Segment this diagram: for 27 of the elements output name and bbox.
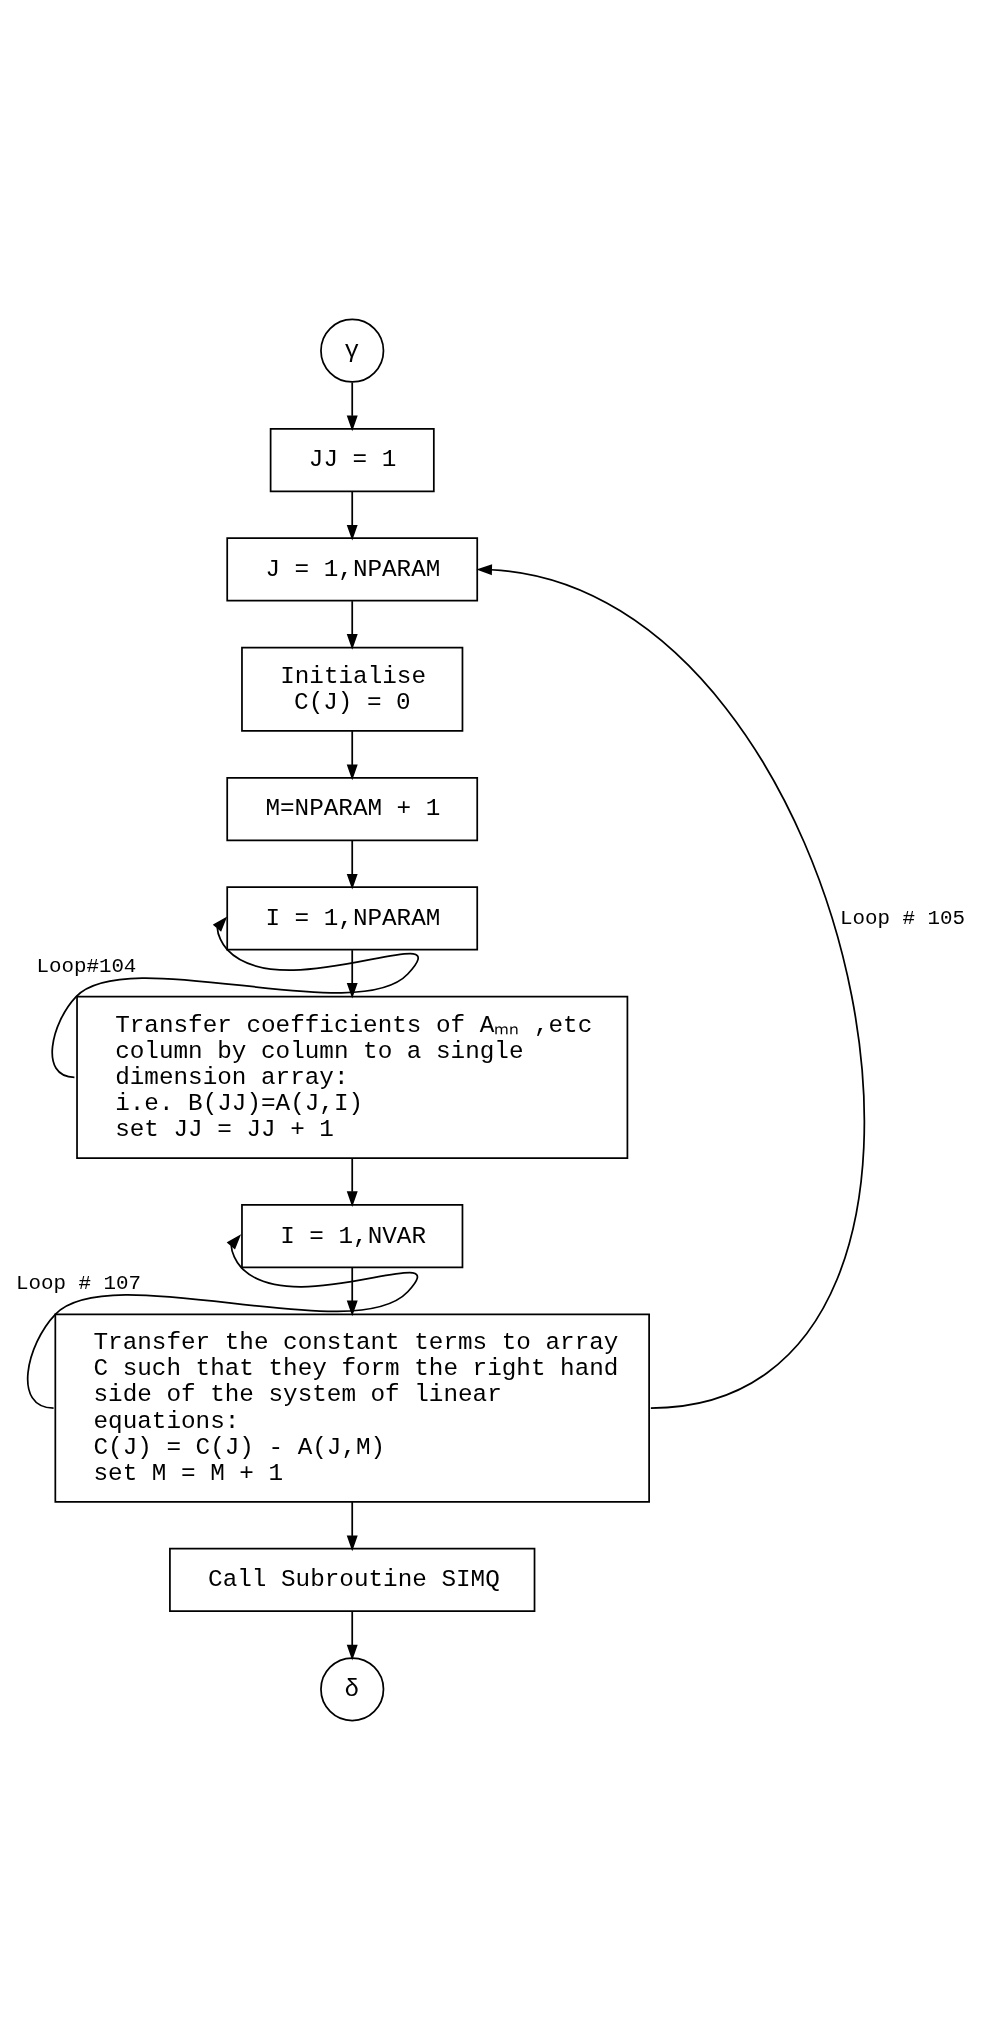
- edge-label: Loop # 107: [15, 1272, 141, 1296]
- node-box: M=NPARAM + 1: [225, 776, 478, 842]
- arrow: [346, 381, 358, 432]
- arrow: [346, 600, 358, 650]
- arrow: [346, 1501, 358, 1552]
- node-box: JJ = 1: [269, 427, 435, 493]
- node-circle: δ: [319, 1657, 384, 1722]
- node-box: J = 1,NPARAM: [225, 537, 478, 602]
- node-box: Initialise C(J) = 0: [240, 646, 463, 732]
- node-box: I = 1,NPARAM: [225, 886, 478, 951]
- node-box: Transfer coefficients of Aₘₙ ,etc column by column to a single dimension array: i.e. B(JJ)=A(J,I) set JJ = JJ + 1: [75, 995, 628, 1159]
- node-box: Transfer the constant terms to array C such that they form the right hand side of the system of linear equations: C(J) = C(J) - A(J,M) set M = M + 1: [53, 1313, 650, 1503]
- arrow: [50, 916, 418, 1079]
- arrow: [346, 949, 358, 999]
- node-box: I = 1,NVAR: [240, 1204, 463, 1269]
- arrow: [346, 840, 358, 890]
- arrow: [346, 1157, 358, 1207]
- arrow: [346, 491, 358, 541]
- arrow: [346, 730, 358, 781]
- node-box: Call Subroutine SIMQ: [168, 1547, 535, 1613]
- arrow: [26, 1234, 418, 1409]
- arrow: [475, 564, 865, 1409]
- node-circle: γ: [319, 318, 384, 383]
- arrow: [346, 1610, 358, 1661]
- edge-label: Loop#104: [35, 955, 136, 979]
- edge-label: Loop # 105: [839, 906, 965, 930]
- arrow: [346, 1267, 358, 1317]
